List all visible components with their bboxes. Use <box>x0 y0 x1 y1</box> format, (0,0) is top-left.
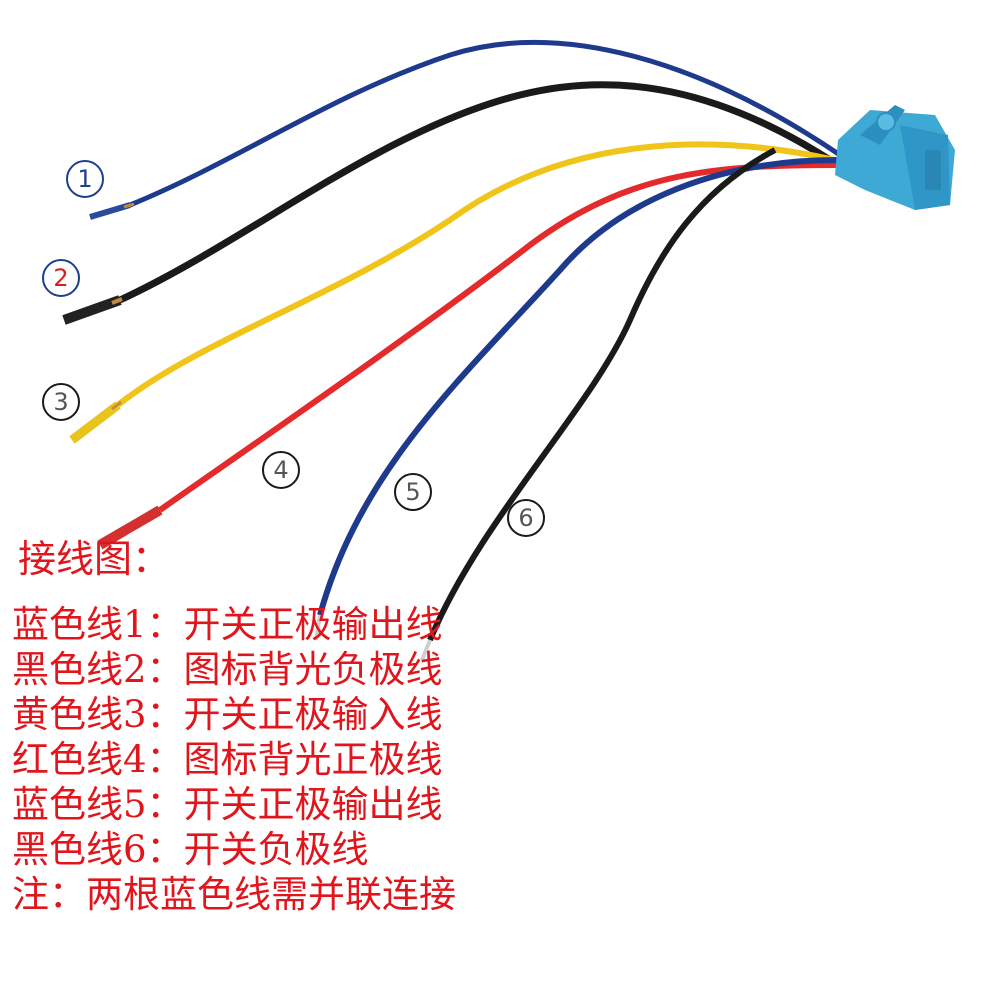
legend-line-4: 红色线4：图标背光正极线 <box>12 738 443 781</box>
wire-1-copper <box>123 202 135 209</box>
legend-note: 注：两根蓝色线需并联连接 <box>12 873 456 916</box>
wire-label-4: 4 <box>262 451 300 489</box>
wire-label-3-number: 3 <box>53 388 69 416</box>
legend-line-2: 黑色线2：图标背光负极线 <box>12 648 443 691</box>
wiring-legend: 接线图： 蓝色线1：开关正极输出线 黑色线2：图标背光负极线 黄色线3：开关正极… <box>12 540 456 917</box>
wire-2-copper <box>111 297 123 305</box>
wire-label-5: 5 <box>394 473 432 511</box>
wire-3-yellow <box>116 141 836 408</box>
wire-2-black <box>118 81 832 304</box>
wire-label-6-number: 6 <box>518 504 534 532</box>
wire-5-tip <box>314 614 322 641</box>
wire-label-3: 3 <box>42 383 80 421</box>
wire-label-5-number: 5 <box>405 478 421 506</box>
wire-5-blue <box>317 157 839 616</box>
wire-label-1: 1 <box>66 160 104 198</box>
legend-line-3: 黄色线3：开关正极输入线 <box>12 693 443 736</box>
connector-housing <box>835 105 955 210</box>
wire-4-tip <box>97 505 163 550</box>
legend-line-6: 黑色线6：开关负极线 <box>12 828 369 871</box>
wire-2-tip <box>62 295 122 325</box>
wire-1-blue <box>129 39 842 208</box>
legend-title: 接线图： <box>18 537 171 581</box>
wire-label-2: 2 <box>42 259 80 297</box>
wire-6-tip <box>420 639 432 661</box>
wire-label-4-number: 4 <box>273 456 289 484</box>
legend-line-1: 蓝色线1：开关正极输出线 <box>12 603 443 646</box>
wire-label-2-number: 2 <box>53 264 69 292</box>
wire-3-copper <box>111 400 122 411</box>
wire-label-6: 6 <box>507 499 545 537</box>
wire-label-1-number: 1 <box>77 165 93 193</box>
legend-line-5: 蓝色线5：开关正极输出线 <box>12 783 443 826</box>
wire-4-red <box>158 162 841 513</box>
wire-6-black <box>427 147 777 642</box>
wire-1-tip <box>89 202 131 220</box>
wire-3-tip <box>69 401 121 444</box>
